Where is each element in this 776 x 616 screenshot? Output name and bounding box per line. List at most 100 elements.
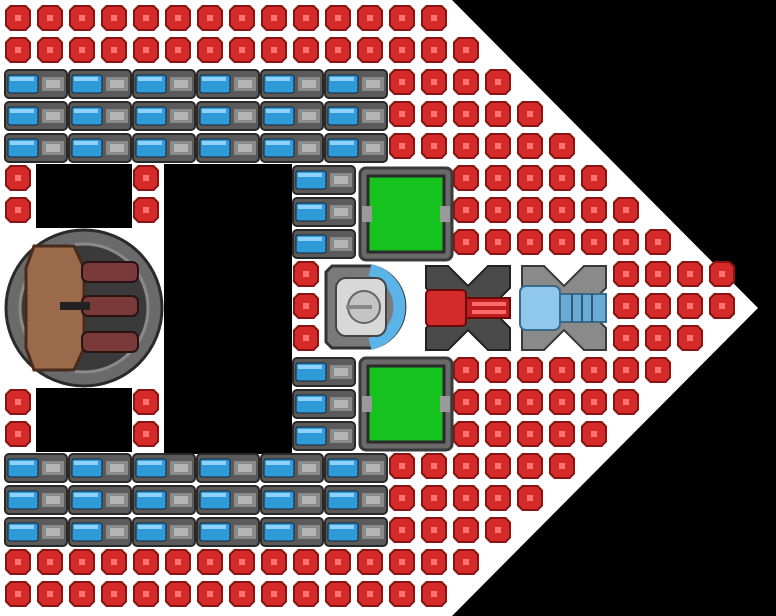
armor-block-icon[interactable]	[580, 164, 608, 192]
battery-icon[interactable]	[324, 100, 388, 132]
armor-block-icon[interactable]	[4, 548, 32, 576]
armor-block-icon[interactable]	[4, 36, 32, 64]
armor-block-icon[interactable]	[4, 164, 32, 192]
armor-block-icon[interactable]	[420, 68, 448, 96]
armor-block-icon[interactable]	[68, 548, 96, 576]
battery-icon[interactable]	[324, 132, 388, 164]
armor-block-icon[interactable]	[420, 548, 448, 576]
armor-block-icon[interactable]	[452, 164, 480, 192]
armor-block-icon[interactable]	[356, 4, 384, 32]
armor-block-icon[interactable]	[324, 4, 352, 32]
battery-icon[interactable]	[196, 452, 260, 484]
armor-block-icon[interactable]	[388, 580, 416, 608]
armor-block-icon[interactable]	[516, 484, 544, 512]
armor-block-icon[interactable]	[708, 292, 736, 320]
battery-icon[interactable]	[4, 516, 68, 548]
armor-block-icon[interactable]	[228, 548, 256, 576]
reactor-engine-icon[interactable]	[4, 228, 164, 388]
armor-block-icon[interactable]	[516, 452, 544, 480]
armor-block-icon[interactable]	[676, 260, 704, 288]
cargo-bay-top[interactable]	[358, 166, 454, 262]
armor-block-icon[interactable]	[644, 356, 672, 384]
armor-block-icon[interactable]	[132, 4, 160, 32]
armor-block-icon[interactable]	[580, 228, 608, 256]
armor-block-icon[interactable]	[420, 36, 448, 64]
armor-block-icon[interactable]	[260, 580, 288, 608]
ion-thruster-icon[interactable]	[516, 260, 612, 356]
battery-icon[interactable]	[260, 68, 324, 100]
armor-block-icon[interactable]	[516, 388, 544, 416]
armor-block-icon[interactable]	[452, 388, 480, 416]
armor-block-icon[interactable]	[356, 36, 384, 64]
armor-block-icon[interactable]	[708, 260, 736, 288]
armor-block-icon[interactable]	[228, 4, 256, 32]
battery-icon[interactable]	[196, 484, 260, 516]
armor-block-icon[interactable]	[420, 4, 448, 32]
armor-block-icon[interactable]	[420, 132, 448, 160]
armor-block-icon[interactable]	[548, 228, 576, 256]
armor-block-icon[interactable]	[100, 36, 128, 64]
armor-block-icon[interactable]	[4, 196, 32, 224]
armor-block-icon[interactable]	[452, 36, 480, 64]
battery-icon[interactable]	[324, 516, 388, 548]
armor-block-icon[interactable]	[644, 228, 672, 256]
armor-block-icon[interactable]	[68, 36, 96, 64]
armor-block-icon[interactable]	[452, 516, 480, 544]
armor-block-icon[interactable]	[452, 100, 480, 128]
armor-block-icon[interactable]	[452, 228, 480, 256]
laser-turret-icon[interactable]	[420, 260, 516, 356]
battery-icon[interactable]	[260, 516, 324, 548]
armor-block-icon[interactable]	[420, 580, 448, 608]
armor-block-icon[interactable]	[164, 4, 192, 32]
armor-block-icon[interactable]	[260, 548, 288, 576]
armor-block-icon[interactable]	[388, 100, 416, 128]
battery-icon[interactable]	[4, 100, 68, 132]
battery-icon[interactable]	[292, 196, 356, 228]
armor-block-icon[interactable]	[484, 388, 512, 416]
armor-block-icon[interactable]	[356, 580, 384, 608]
armor-block-icon[interactable]	[292, 260, 320, 288]
command-pod-icon[interactable]	[322, 262, 418, 352]
armor-block-icon[interactable]	[420, 516, 448, 544]
armor-block-icon[interactable]	[292, 292, 320, 320]
armor-block-icon[interactable]	[100, 548, 128, 576]
armor-block-icon[interactable]	[4, 580, 32, 608]
armor-block-icon[interactable]	[452, 548, 480, 576]
armor-block-icon[interactable]	[388, 452, 416, 480]
armor-block-icon[interactable]	[484, 484, 512, 512]
armor-block-icon[interactable]	[100, 4, 128, 32]
armor-block-icon[interactable]	[324, 548, 352, 576]
armor-block-icon[interactable]	[452, 132, 480, 160]
battery-icon[interactable]	[260, 484, 324, 516]
battery-icon[interactable]	[68, 452, 132, 484]
armor-block-icon[interactable]	[164, 36, 192, 64]
battery-icon[interactable]	[292, 420, 356, 452]
battery-icon[interactable]	[260, 100, 324, 132]
armor-block-icon[interactable]	[644, 260, 672, 288]
armor-block-icon[interactable]	[324, 36, 352, 64]
armor-block-icon[interactable]	[644, 292, 672, 320]
armor-block-icon[interactable]	[228, 36, 256, 64]
battery-icon[interactable]	[292, 164, 356, 196]
armor-block-icon[interactable]	[292, 4, 320, 32]
armor-block-icon[interactable]	[580, 420, 608, 448]
armor-block-icon[interactable]	[452, 452, 480, 480]
battery-icon[interactable]	[292, 228, 356, 260]
battery-icon[interactable]	[292, 356, 356, 388]
armor-block-icon[interactable]	[548, 388, 576, 416]
battery-icon[interactable]	[324, 68, 388, 100]
battery-icon[interactable]	[196, 132, 260, 164]
battery-icon[interactable]	[68, 68, 132, 100]
battery-icon[interactable]	[132, 484, 196, 516]
armor-block-icon[interactable]	[516, 196, 544, 224]
armor-block-icon[interactable]	[452, 68, 480, 96]
armor-block-icon[interactable]	[196, 580, 224, 608]
armor-block-icon[interactable]	[548, 164, 576, 192]
armor-block-icon[interactable]	[612, 292, 640, 320]
armor-block-icon[interactable]	[36, 548, 64, 576]
armor-block-icon[interactable]	[196, 548, 224, 576]
armor-block-icon[interactable]	[484, 196, 512, 224]
armor-block-icon[interactable]	[132, 36, 160, 64]
armor-block-icon[interactable]	[452, 420, 480, 448]
armor-block-icon[interactable]	[548, 196, 576, 224]
